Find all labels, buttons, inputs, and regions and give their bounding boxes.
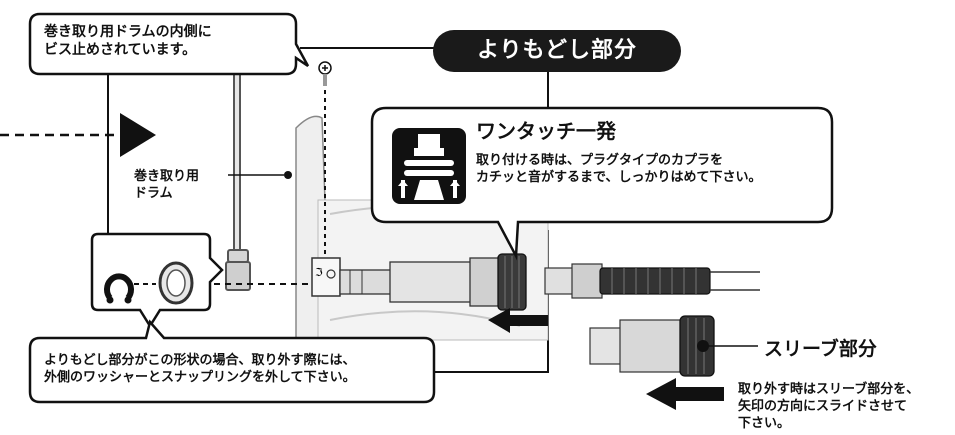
insert-arrow-icon xyxy=(488,308,548,333)
remove-note-line3: 下さい。 xyxy=(738,416,791,431)
washer-note-line1: よりもどし部分がこの形状の場合、取り外す際には、 xyxy=(44,353,356,368)
svg-text:ℑ: ℑ xyxy=(315,266,323,279)
plug-connector xyxy=(339,253,527,311)
washer-icon xyxy=(158,261,194,305)
drum-label-leader xyxy=(228,171,292,179)
screw-note-bubble xyxy=(28,12,310,76)
washer-note-bubble xyxy=(28,319,436,404)
washer-callout-box xyxy=(90,232,224,329)
one-touch-text: ワンタッチ一発 取り付ける時は、プラグタイプのカプラを カチッと音がするまで、し… xyxy=(476,118,826,186)
screw-note-line2: ビス止めされています。 xyxy=(44,42,197,58)
dashed-arrow-icon xyxy=(0,113,156,157)
screw-note-line1: 巻き取り用ドラムの内側に xyxy=(44,24,212,40)
washer-note-line2: 外側のワッシャーとスナップリングを外して下さい。 xyxy=(44,370,356,385)
drum-label-line1: 巻き取り用 xyxy=(134,169,200,184)
one-touch-line2: カチッと音がするまで、しっかりはめて下さい。 xyxy=(476,170,762,185)
drum-label: 巻き取り用 ドラム xyxy=(134,168,226,202)
screw-icon xyxy=(318,61,332,86)
screw-note: 巻き取り用ドラムの内側に ビス止めされています。 xyxy=(44,23,294,59)
washer-note: よりもどし部分がこの形状の場合、取り外す際には、 外側のワッシャーとスナップリン… xyxy=(44,352,432,386)
sleeve-label: スリーブ部分 xyxy=(764,338,877,360)
swivel-fitting: ℑ xyxy=(311,257,341,297)
remove-note-line2: 矢印の方向にスライドさせて xyxy=(738,399,908,414)
remove-arrow-icon xyxy=(646,378,724,410)
remove-note: 取り外す時はスリーブ部分を、 矢印の方向にスライドさせて 下さい。 xyxy=(738,381,953,432)
pipe-hanger xyxy=(225,67,251,291)
page-title: よりもどし部分 xyxy=(433,30,681,72)
one-touch-heading: ワンタッチ一発 xyxy=(476,119,616,143)
one-touch-bubble xyxy=(370,106,834,261)
coupler-icon xyxy=(392,128,466,204)
detached-plug xyxy=(544,263,760,299)
drum-label-line2: ドラム xyxy=(134,186,173,201)
one-touch-line1: 取り付ける時は、プラグタイプのカプラを xyxy=(476,153,724,168)
remove-note-line1: 取り外す時はスリーブ部分を、 xyxy=(738,382,920,397)
snap-ring-icon xyxy=(104,273,134,304)
sleeve-coupler xyxy=(589,315,758,377)
